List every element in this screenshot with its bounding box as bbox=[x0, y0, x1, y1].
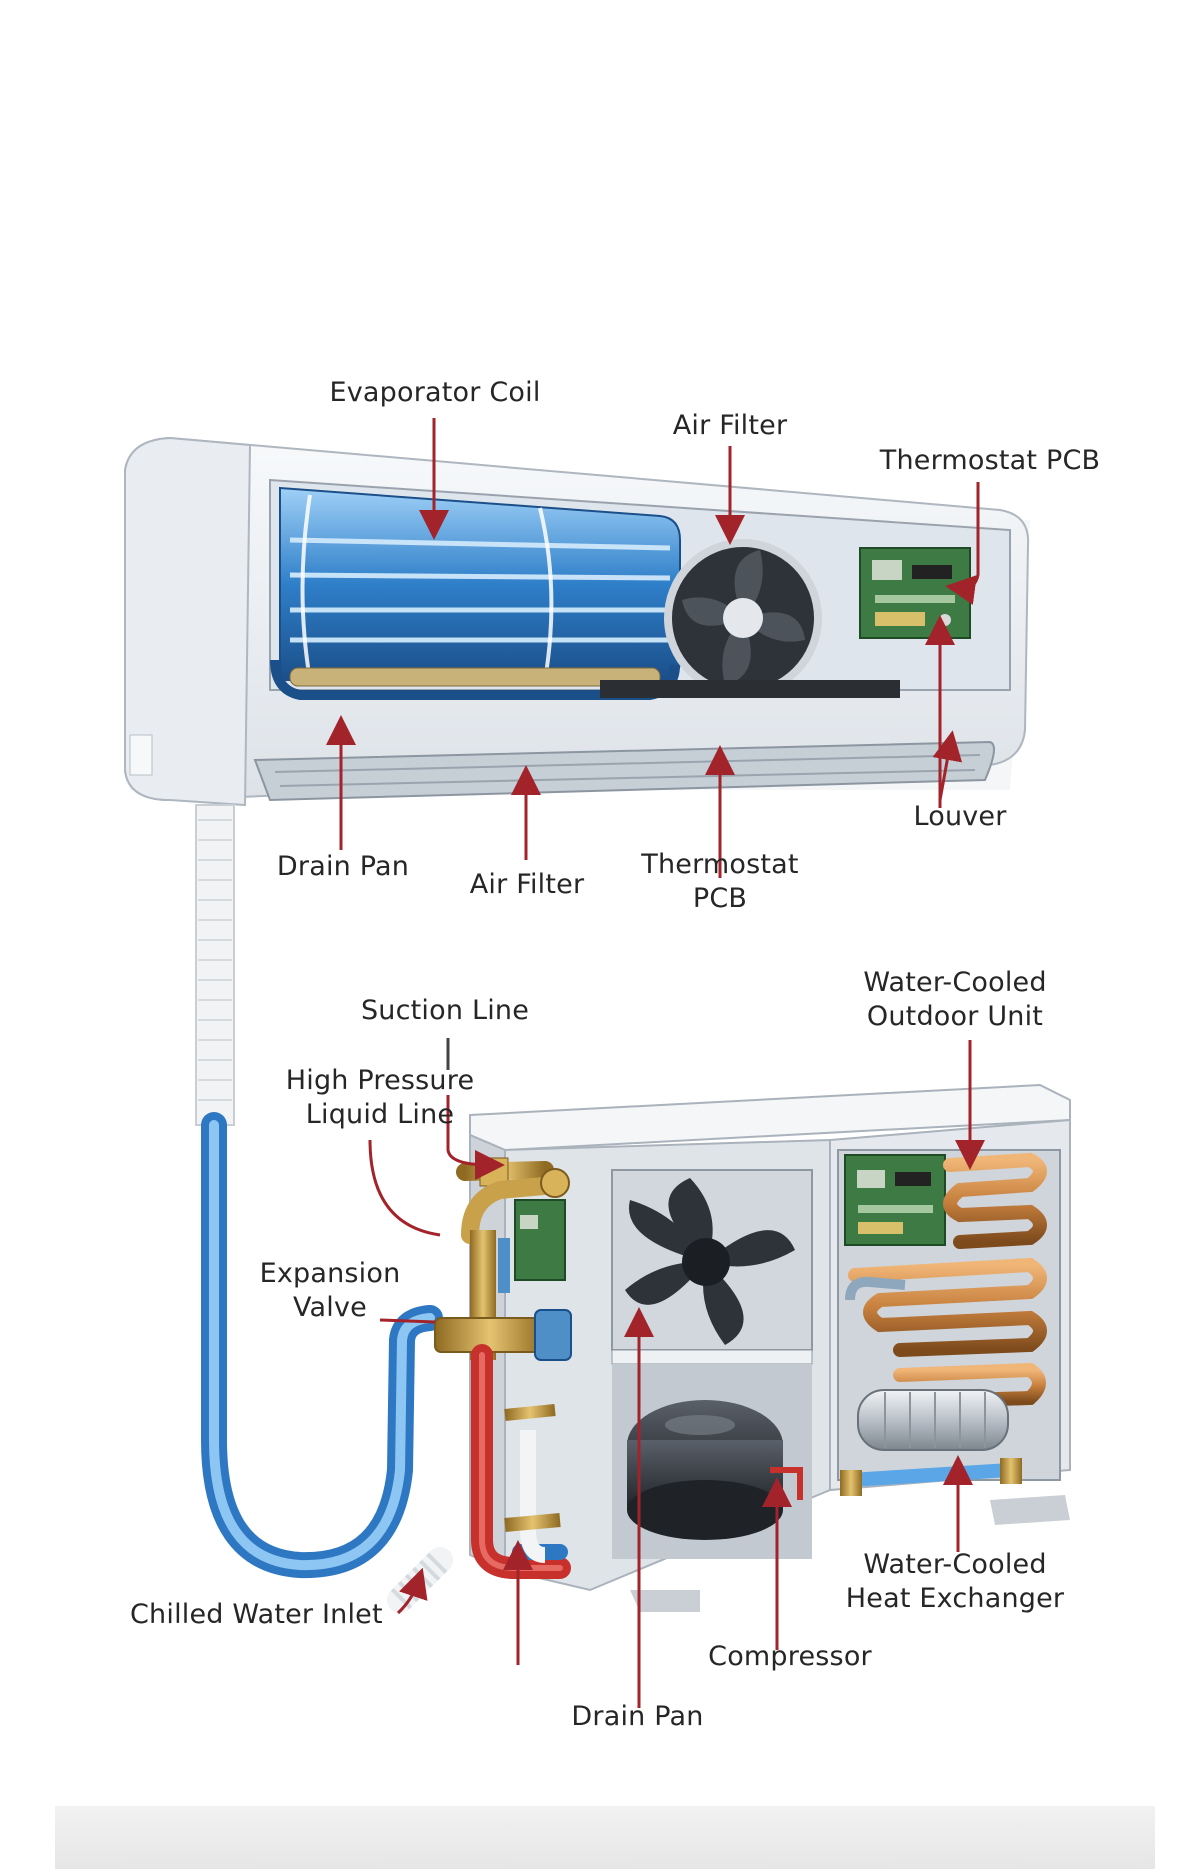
label-louver: Louver bbox=[913, 801, 1007, 832]
heat-exchanger-illustration bbox=[857, 1389, 1009, 1451]
label-air-filter-bottom: Air Filter bbox=[469, 869, 585, 900]
label-compressor: Compressor bbox=[708, 1641, 872, 1672]
evaporator-coil-illustration bbox=[270, 486, 681, 700]
leader-lines bbox=[326, 418, 985, 1708]
footer-bar bbox=[55, 1806, 1155, 1869]
label-air-filter-top: Air Filter bbox=[672, 410, 788, 441]
blower-fan-illustration bbox=[664, 539, 822, 697]
label-water-cooled-outdoor-unit: Water-Cooled Outdoor Unit bbox=[863, 967, 1047, 1032]
expansion-valve-illustration bbox=[434, 1157, 572, 1361]
label-thermostat-pcb-top: Thermostat PCB bbox=[879, 445, 1101, 476]
label-drain-pan-bottom: Drain Pan bbox=[571, 1701, 704, 1732]
label-expansion-valve: Expansion Valve bbox=[259, 1258, 401, 1323]
outdoor-unit bbox=[387, 1083, 1071, 1613]
outdoor-pcb-illustration bbox=[844, 1154, 946, 1246]
label-drain-pan-top: Drain Pan bbox=[276, 851, 410, 882]
compressor-illustration bbox=[612, 1364, 812, 1559]
label-evaporator-coil: Evaporator Coil bbox=[329, 377, 541, 408]
label-high-pressure-liquid-line: High Pressure Liquid Line bbox=[285, 1065, 475, 1130]
condenser-fan-illustration bbox=[625, 1178, 795, 1345]
thermostat-pcb-illustration bbox=[859, 547, 971, 639]
label-thermostat-pcb-bottom: Thermostat PCB bbox=[641, 849, 799, 914]
label-water-cooled-heat-exchanger: Water-Cooled Heat Exchanger bbox=[845, 1549, 1065, 1614]
label-chilled-water-inlet: Chilled Water Inlet bbox=[130, 1599, 383, 1630]
label-suction-line: Suction Line bbox=[360, 995, 530, 1026]
